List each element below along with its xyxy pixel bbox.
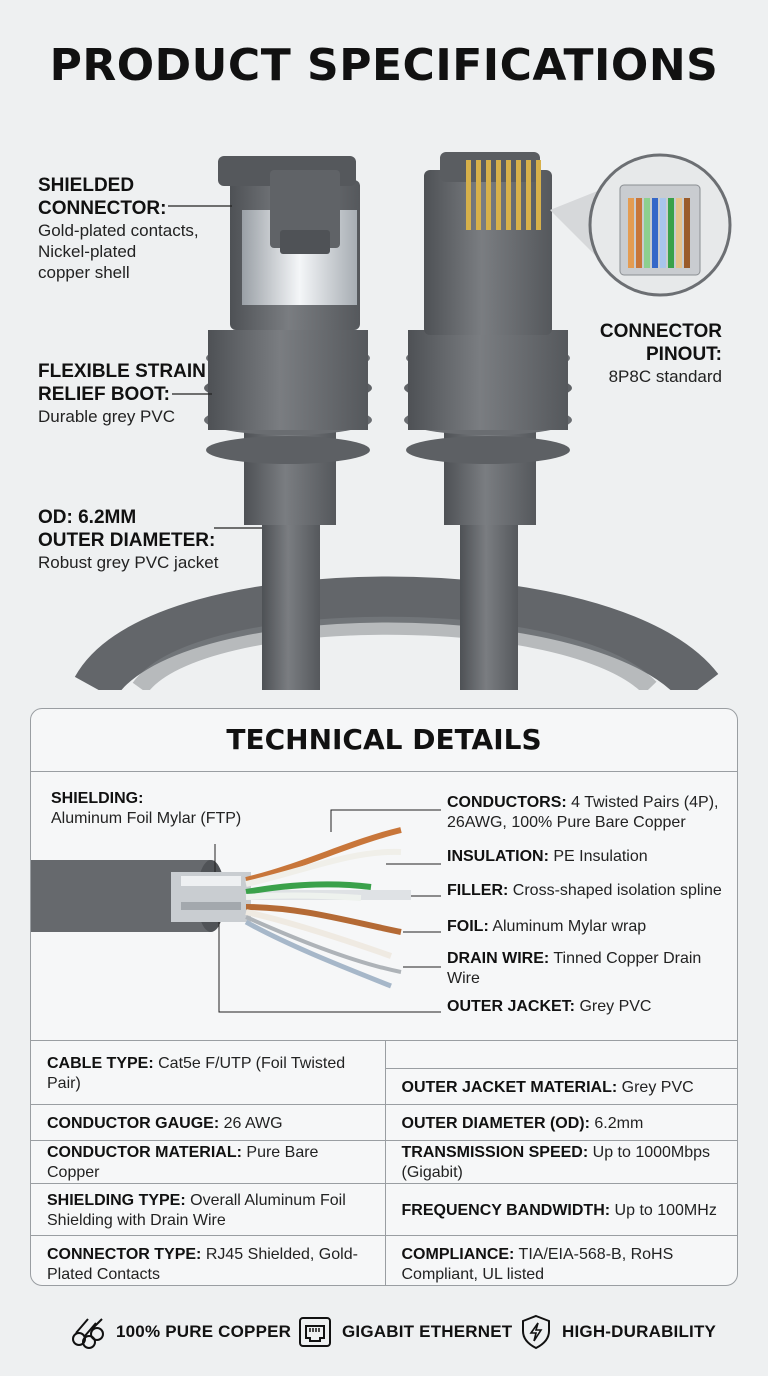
- left-boot: [208, 330, 368, 430]
- table-row: CONDUCTOR GAUGE: 26 AWG OUTER DIAMETER (…: [31, 1104, 737, 1141]
- spec-cable-type: CABLE TYPE: Cat5e F/UTP (Foil Twisted Pa…: [31, 1040, 386, 1105]
- conductor-brown: [245, 904, 402, 935]
- table-row: SHIELDING TYPE: Overall Aluminum Foil Sh…: [31, 1183, 737, 1236]
- spec-conductor-gauge: CONDUCTOR GAUGE: 26 AWG: [31, 1104, 386, 1141]
- conductor-blue: [244, 919, 392, 989]
- spec-outer-jacket-material: OUTER JACKET MATERIAL: Grey PVC: [385, 1068, 737, 1105]
- label-drain-wire: DRAIN WIRE: Tinned Copper Drain Wire: [447, 950, 702, 987]
- right-cable: [460, 520, 518, 690]
- badge-durability: HIGH-DURABILITY: [520, 1312, 716, 1352]
- cable-cross-section-illustration: [31, 809, 441, 1013]
- conductor-green: [245, 881, 372, 895]
- badge-gigabit: GIGABIT ETHERNET: [298, 1312, 512, 1352]
- ethernet-port-icon: [299, 1317, 331, 1347]
- table-row: CABLE TYPE: Cat5e F/UTP (Foil Twisted Pa…: [31, 1040, 737, 1105]
- spec-empty: [385, 1040, 737, 1069]
- spec-conductor-material: CONDUCTOR MATERIAL: Pure Bare Copper: [31, 1140, 386, 1184]
- spec-table: CABLE TYPE: Cat5e F/UTP (Foil Twisted Pa…: [31, 1040, 737, 1285]
- label-outer-jacket: OUTER JACKET: Grey PVC: [447, 998, 652, 1015]
- gold-contacts: [466, 160, 541, 230]
- right-boot: [408, 330, 568, 430]
- technical-details-panel: TECHNICAL DETAILS SHIELDING: Aluminum Fo…: [30, 708, 738, 1286]
- label-filler: FILLER: Cross-shaped isolation spline: [447, 882, 722, 899]
- copper-wires-icon: [72, 1318, 104, 1349]
- cable-coil: [74, 576, 719, 690]
- divider: [31, 771, 737, 772]
- table-row: OUTER JACKET MATERIAL: Grey PVC: [31, 1068, 737, 1105]
- drain-wire: [245, 915, 402, 974]
- spec-shielding-type: SHIELDING TYPE: Overall Aluminum Foil Sh…: [31, 1183, 386, 1236]
- label-insulation: INSULATION: PE Insulation: [447, 848, 648, 865]
- callout-shielded-connector: SHIELDED CONNECTOR: Gold-plated contacts…: [38, 175, 199, 282]
- details-title: TECHNICAL DETAILS: [226, 723, 542, 756]
- shield-bolt-icon: [522, 1314, 550, 1350]
- spec-transmission-speed: TRANSMISSION SPEED: Up to 1000Mbps (Giga…: [385, 1140, 737, 1184]
- page-title: PRODUCT SPECIFICATIONS: [49, 40, 719, 91]
- cable-connectors-illustration: [74, 152, 732, 690]
- conductor-orange: [245, 827, 402, 883]
- label-foil: FOIL: Aluminum Mylar wrap: [447, 918, 647, 935]
- pinout-wires: [628, 198, 690, 268]
- feature-badges: 100% PURE COPPER GIGABIT ETHERNET HIGH-D…: [0, 1312, 768, 1352]
- label-shielding: SHIELDING: Aluminum Foil Mylar (FTP): [51, 790, 242, 827]
- table-row: CONNECTOR TYPE: RJ45 Shielded, Gold-Plat…: [31, 1235, 737, 1285]
- callout-outer-diameter: OD: 6.2MM OUTER DIAMETER: Robust grey PV…: [38, 507, 219, 572]
- spec-outer-diameter: OUTER DIAMETER (OD): 6.2mm: [385, 1104, 737, 1141]
- table-row: CONDUCTOR MATERIAL: Pure Bare Copper TRA…: [31, 1140, 737, 1184]
- label-conductors: CONDUCTORS: 4 Twisted Pairs (4P), 26AWG,…: [447, 794, 719, 831]
- callout-connector-pinout: CONNECTOR PINOUT: 8P8C standard: [599, 321, 722, 386]
- spec-compliance: COMPLIANCE: TIA/EIA-568-B, RoHS Complian…: [385, 1235, 737, 1285]
- spec-connector-type: CONNECTOR TYPE: RJ45 Shielded, Gold-Plat…: [31, 1235, 386, 1285]
- left-cable: [262, 520, 320, 690]
- spec-frequency-bandwidth: FREQUENCY BANDWIDTH: Up to 100MHz: [385, 1183, 737, 1236]
- badge-pure-copper: 100% PURE COPPER: [70, 1312, 291, 1352]
- callout-strain-relief: FLEXIBLE STRAIN RELIEF BOOT: Durable gre…: [38, 361, 206, 426]
